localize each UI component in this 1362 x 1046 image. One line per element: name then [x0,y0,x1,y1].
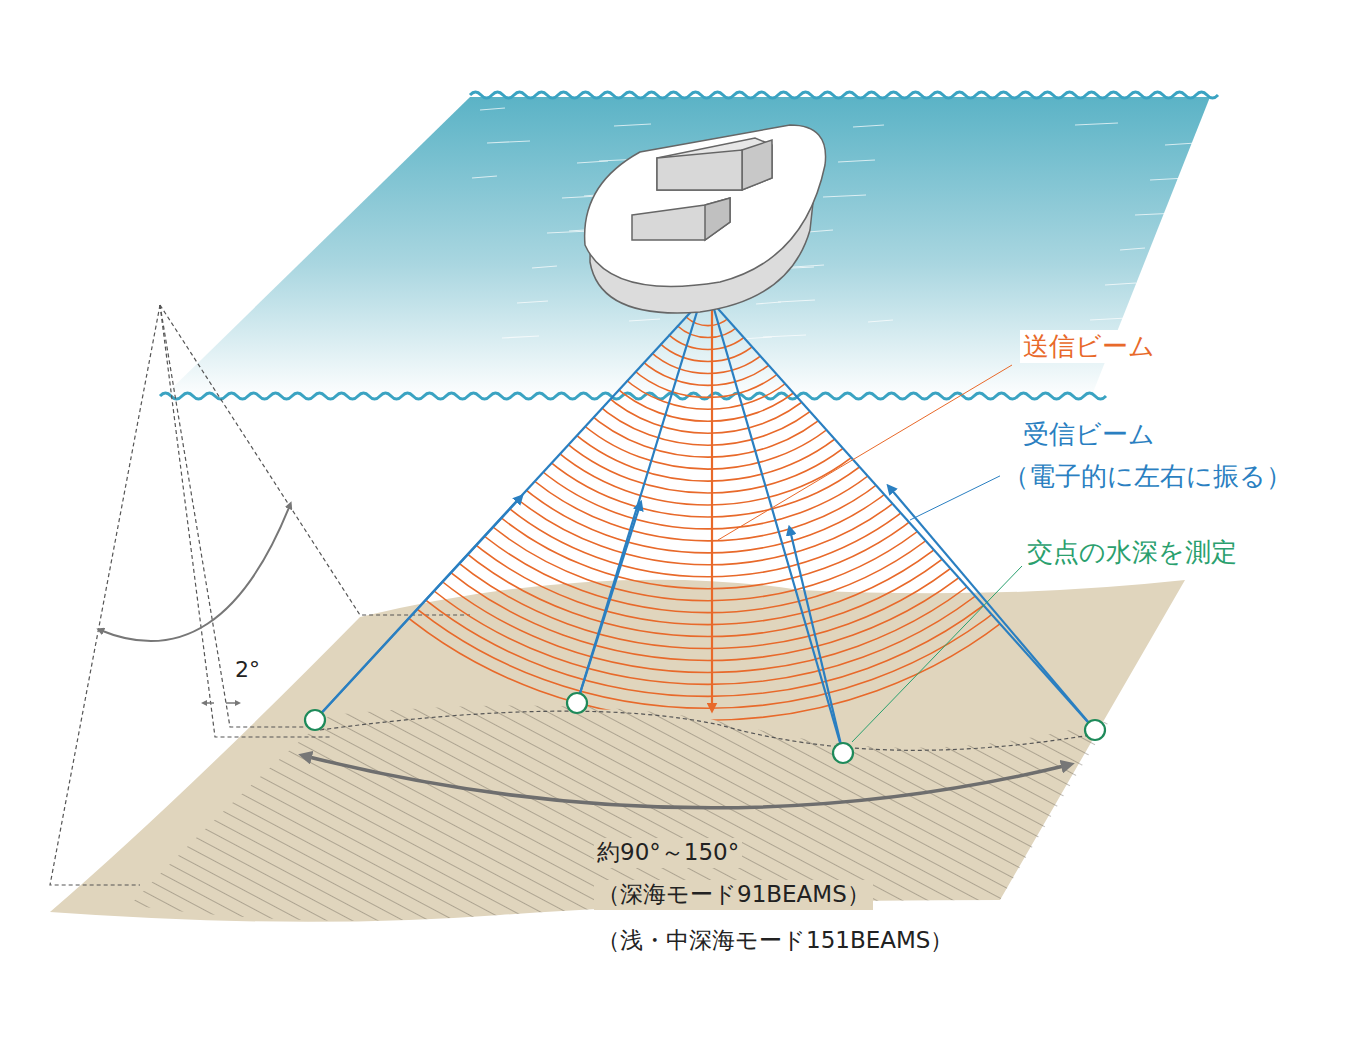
ripple [1120,248,1145,250]
ripple [868,320,893,322]
ripple [532,266,557,268]
ripple [1105,283,1136,285]
ripple [763,335,806,337]
rx-beam-note: （電子的に左右に振る） [1000,460,1295,493]
ripple [756,302,781,304]
ripple [838,160,875,162]
ripple [793,265,824,267]
beam-arc [483,91,933,505]
ripple [1165,143,1196,145]
beam-arc [522,127,894,469]
beam-arc [366,0,1050,613]
ripple [778,300,815,302]
beam-arc [444,55,972,541]
beam-arc [275,0,1141,696]
beam-arc [353,0,1063,625]
beam-arc [470,79,946,517]
ripple [629,319,660,321]
ripple [1090,318,1127,320]
deep-mode: （深海モード91BEAMS） [594,880,873,910]
beam-arc [314,0,1102,660]
ripple [480,108,505,110]
beam-arc [405,19,1011,577]
ripple [614,124,651,126]
ripple [1150,178,1187,180]
ripple [487,141,530,143]
ripple [517,301,548,303]
swath-angle: 約90°～150° [594,838,742,868]
beam-arc [327,0,1089,649]
beam-arc [392,7,1024,588]
intersection-label: 交点の水深を測定 [1024,536,1240,569]
shallow-mode: （浅・中深海モード151BEAMS） [594,926,956,956]
beam-arc [509,115,907,481]
beam-arc [496,103,920,493]
beam-arc [288,0,1128,684]
ripple [808,230,833,232]
beam-arc [431,43,985,553]
beam-arc [379,0,1037,601]
angle-label: 2° [232,656,263,684]
ripple [1075,123,1118,125]
tx-beam-label: 送信ビーム [1020,330,1158,363]
ripple [853,125,884,127]
beam-arc [301,0,1115,672]
ripple [547,231,590,233]
beam-arc [340,0,1076,637]
beam-arc [457,67,959,529]
ripple [1135,213,1178,215]
beam-arc [418,31,998,565]
ripple [472,176,497,178]
ripple [502,336,539,338]
ripple [823,195,866,197]
rx-beam-label: 受信ビーム [1020,418,1158,451]
beam-arc [249,0,1167,720]
